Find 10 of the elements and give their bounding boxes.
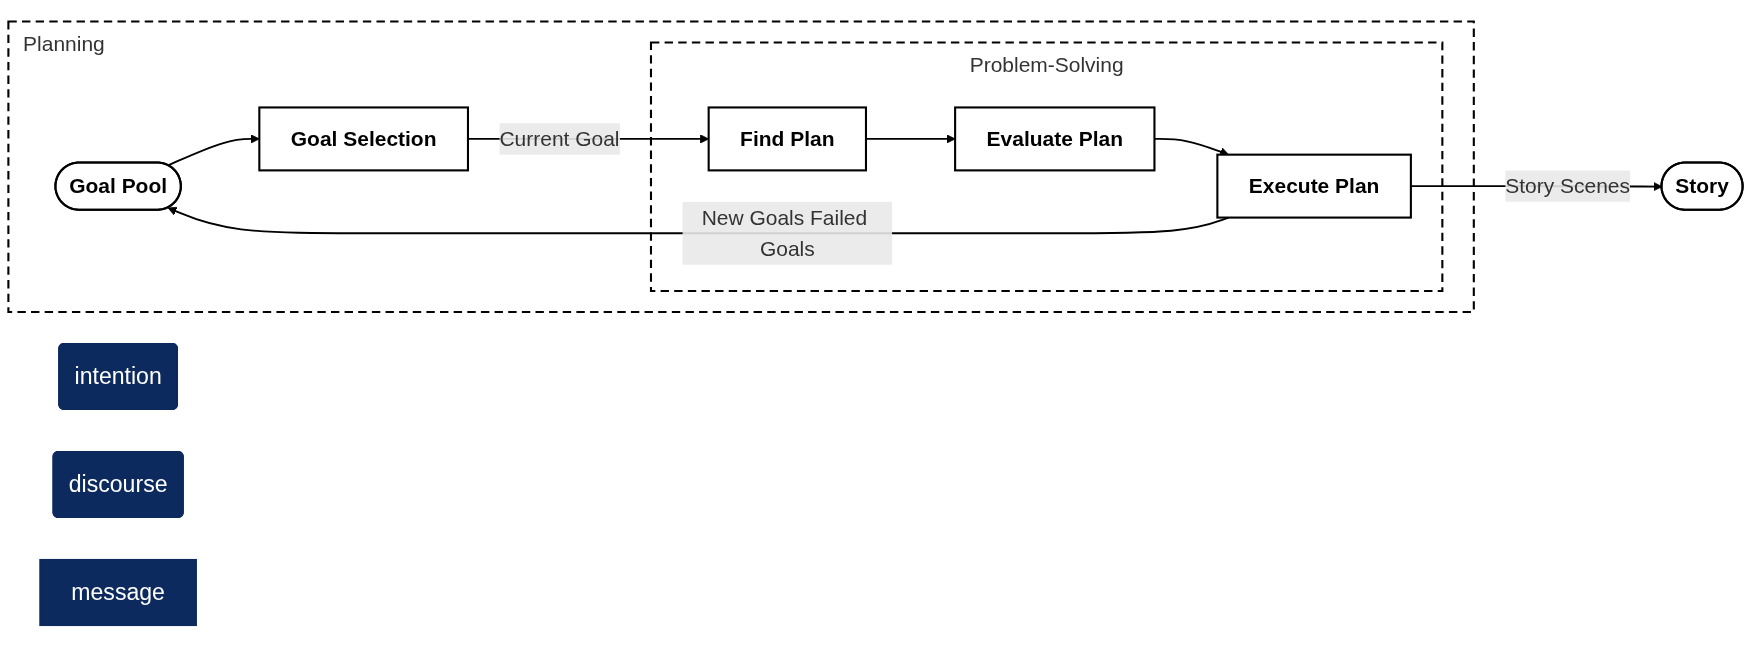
node-box: message: [39, 558, 197, 627]
arrow: [167, 134, 260, 167]
arrow: [865, 134, 956, 144]
node-box: Execute Plan: [1216, 153, 1412, 219]
edge-label: New Goals Failed Goals: [701, 206, 868, 261]
node-box: Goal Selection: [258, 106, 470, 172]
node-box: Find Plan: [707, 106, 868, 172]
node-box: Evaluate Plan: [954, 106, 1156, 172]
edge-label: Story Scenes: [1505, 174, 1631, 198]
edge-label: Current Goal: [499, 127, 620, 151]
